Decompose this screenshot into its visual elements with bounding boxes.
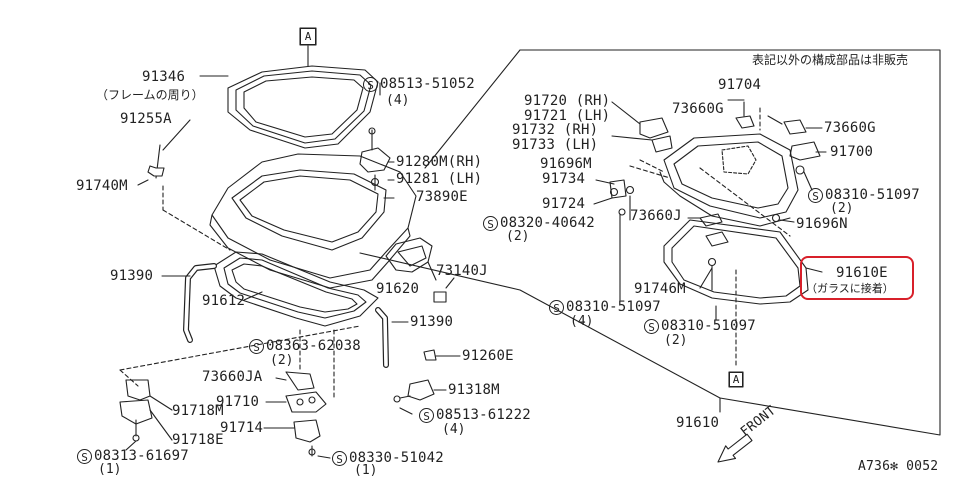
s-mark-08313-61697: S (77, 449, 92, 464)
note-non-sale: 表記以外の構成部品は非販売 (752, 53, 909, 67)
label-91346-note: （フレームの周り） (96, 88, 204, 102)
callout-a-right: A (729, 372, 743, 387)
label-91710: 91710 (216, 394, 260, 410)
label-91390-left: 91390 (110, 268, 154, 284)
s-mark-08513-61222: S (419, 408, 434, 423)
label-91390-right: 91390 (410, 314, 454, 330)
label-91718E: 91718E (172, 432, 224, 448)
s-mark-08310-51097-b: S (644, 319, 659, 334)
label-91746M: 91746M (634, 281, 686, 297)
label-08320-40642-qty: (2) (506, 229, 530, 244)
s-mark-08513-51052: S (363, 77, 378, 92)
label-91280M: 91280M(RH) (396, 154, 483, 170)
label-91612: 91612 (202, 293, 246, 309)
inset-boundary-left (424, 49, 521, 169)
label-73660G-b: 73660G (824, 120, 876, 136)
roof-panel (209, 153, 417, 289)
label-08513-51052: 08513-51052 (380, 76, 475, 92)
label-91346: 91346 (142, 69, 186, 85)
label-91740M: 91740M (76, 178, 128, 194)
s-mark-08310-51097-c: S (808, 188, 823, 203)
callout-a-top: A (300, 28, 316, 45)
label-91718M: 91718M (172, 403, 224, 419)
label-91733: 91733 (LH) (512, 137, 599, 153)
drain-frame-91612 (213, 251, 379, 327)
label-08513-51052-qty: (4) (386, 93, 410, 108)
label-91260E: 91260E (462, 348, 514, 364)
label-91610E-note: （ガラスに接着） (806, 282, 894, 295)
label-91318M: 91318M (448, 382, 500, 398)
front-arrow (717, 433, 753, 463)
label-73140J: 73140J (436, 263, 488, 279)
label-08310-51097-c-qty: (2) (830, 201, 854, 216)
label-08320-40642: 08320-40642 (500, 215, 595, 231)
highlight-91610E (800, 256, 914, 300)
label-91696M: 91696M (540, 156, 592, 172)
label-08313-61697: 08313-61697 (94, 448, 189, 464)
label-91696N: 91696N (796, 216, 848, 232)
label-91610: 91610 (676, 415, 720, 431)
label-08363-62038: 08363-62038 (266, 338, 361, 354)
label-73660JA: 73660JA (202, 369, 263, 385)
label-08310-51097-b-qty: (2) (664, 333, 688, 348)
glass-panel-91610E (663, 219, 809, 305)
figure-code: A736✻ 0052 (858, 459, 939, 474)
label-08310-51097-a: 08310-51097 (566, 299, 661, 315)
s-mark-08310-51097-a: S (549, 300, 564, 315)
s-mark-08363-62038: S (249, 339, 264, 354)
s-mark-08320-40642: S (483, 216, 498, 231)
glass-frame (659, 133, 799, 227)
label-91620: 91620 (376, 281, 420, 297)
label-91734: 91734 (542, 171, 586, 187)
label-08330-51042-qty: (1) (354, 463, 378, 478)
label-91704: 91704 (718, 77, 762, 93)
label-08363-62038-qty: (2) (270, 353, 294, 368)
label-73890E: 73890E (416, 189, 468, 205)
label-91720: 91720 (RH) (524, 93, 611, 109)
label-08513-61222-qty: (4) (442, 422, 466, 437)
label-91700: 91700 (830, 144, 874, 160)
label-91610E: 91610E (836, 265, 888, 281)
label-91714: 91714 (220, 420, 264, 436)
label-08310-51097-a-qty: (4) (570, 314, 594, 329)
label-08513-61222: 08513-61222 (436, 407, 531, 423)
label-91255A: 91255A (120, 111, 172, 127)
s-mark-08330-51042: S (332, 451, 347, 466)
label-73660G-a: 73660G (672, 101, 724, 117)
label-08310-51097-b: 08310-51097 (661, 318, 756, 334)
label-73660J: 73660J (630, 208, 682, 224)
label-91724: 91724 (542, 196, 586, 212)
label-91732: 91732 (RH) (512, 122, 599, 138)
label-91721: 91721 (LH) (524, 108, 611, 124)
label-08310-51097-c: 08310-51097 (825, 187, 920, 203)
label-08330-51042: 08330-51042 (349, 450, 444, 466)
label-91281: 91281 (LH) (396, 171, 483, 187)
bracket-91718M (125, 379, 151, 401)
inset-boundary (359, 49, 941, 436)
frame-seal-91346 (227, 65, 379, 149)
label-08313-61697-qty: (1) (98, 462, 122, 477)
